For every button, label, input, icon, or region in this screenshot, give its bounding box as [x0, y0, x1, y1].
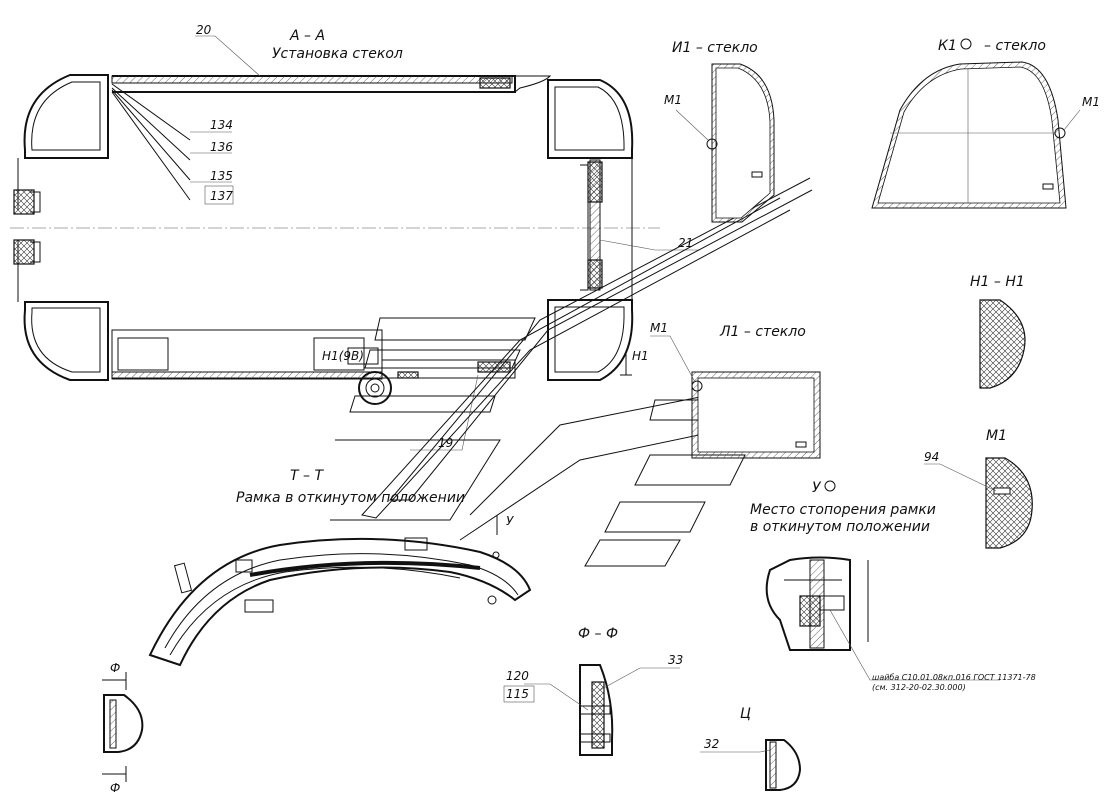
callout-m1-l1: М1 — [650, 321, 668, 335]
section-tt-view: Т – Т Рамка в откинутом положении У — [148, 468, 532, 667]
callout-h1-tag: Н1(9В) — [322, 349, 364, 363]
corner-tube-top-left — [23, 74, 109, 159]
section-tt-title: Т – Т — [290, 468, 324, 484]
callout-m1-i1: М1 — [664, 93, 682, 107]
section-h1h1-view: Н1 – Н1 — [970, 274, 1026, 389]
section-aa-subtitle: Установка стекол — [272, 46, 403, 62]
k1-circle-icon — [960, 38, 972, 50]
detail-m1-title: М1 — [986, 428, 1007, 444]
section-ff-shape — [579, 664, 614, 756]
glass-bottom — [111, 371, 383, 380]
frame-bracket — [173, 562, 193, 594]
detail-m1-view: М1 94 — [924, 428, 1033, 549]
section-f-label-bottom: Ф — [110, 781, 120, 795]
section-f-label-top: Ф — [110, 661, 120, 675]
callout-32: 32 — [704, 737, 719, 751]
detail-m1-shape — [985, 457, 1033, 549]
arrow-h1: Н1 — [632, 349, 649, 363]
section-h1h1-title: Н1 – Н1 — [970, 274, 1025, 290]
hinge-roller — [358, 371, 392, 405]
view-i1-glass: И1 – стекло М1 — [664, 40, 775, 223]
view-k1-suffix: – стекло — [984, 38, 1046, 54]
u-note-line2: в откинутом положении — [750, 519, 930, 535]
latch-left-lower — [13, 239, 35, 265]
callout-137: 137 — [210, 189, 233, 203]
latch-left-upper — [13, 189, 35, 215]
u-circle-icon — [824, 480, 836, 492]
view-k1-glass: К1 – стекло М1 — [871, 38, 1100, 209]
section-ff-view: Ф – Ф 33 120 115 — [503, 626, 683, 756]
section-ts-title: Ц — [740, 706, 751, 722]
glass-top — [111, 75, 513, 84]
washer-ref-note: (см. 312-20-02.30.000) — [872, 683, 966, 692]
seal-top-right — [479, 77, 511, 89]
section-ts-view: Ц 32 — [700, 706, 802, 791]
corner-tube-bottom-right — [547, 299, 634, 381]
callout-136: 136 — [210, 140, 233, 154]
section-ts-shape — [765, 739, 802, 791]
view-l1-title: Л1 – стекло — [719, 324, 806, 340]
section-tt-subtitle: Рамка в откинутом положении — [236, 490, 465, 506]
section-aa-view: А – А Установка стекол — [10, 23, 700, 451]
arrow-u: У — [506, 514, 514, 528]
section-h1h1-shape — [979, 299, 1026, 389]
callout-94: 94 — [924, 450, 939, 464]
callout-m1-k1: М1 — [1082, 95, 1100, 109]
view-u-title: У — [812, 480, 822, 496]
detail-m1-marker-l1 — [691, 380, 703, 392]
callout-33: 33 — [668, 653, 683, 667]
u-bracket — [765, 556, 851, 651]
glass-right — [589, 159, 601, 291]
corner-tube-top-right — [547, 79, 634, 159]
view-l1-glass: Л1 – стекло М1 — [650, 321, 821, 459]
section-ff-title: Ф – Ф — [578, 626, 618, 642]
washer-note: шайба С10.01.08кп.016 ГОСТ 11371-78 — [872, 673, 1036, 682]
u-note-line1: Место стопорения рамки — [750, 502, 936, 518]
callout-20: 20 — [196, 23, 212, 37]
h1-tag-box — [347, 347, 379, 365]
view-u: У Место стопорения рамки в откинутом пол… — [750, 480, 1036, 692]
callout-135: 135 — [210, 169, 233, 183]
detail-m1-marker-k1 — [1054, 127, 1066, 139]
section-f-marks: Ф Ф — [102, 661, 144, 795]
callout-115: 115 — [506, 687, 529, 701]
section-aa-title: А – А — [289, 28, 325, 44]
view-i1-title: И1 – стекло — [672, 40, 758, 56]
corner-tube-bottom-left — [23, 301, 109, 381]
view-k1-title: К1 — [938, 38, 957, 54]
callout-134: 134 — [210, 118, 233, 132]
detail-m1-marker-i1 — [706, 138, 718, 150]
frame-outline-projection — [330, 177, 813, 567]
section-f-shape — [103, 694, 144, 753]
callout-120: 120 — [506, 669, 529, 683]
frame-arc — [148, 537, 532, 667]
